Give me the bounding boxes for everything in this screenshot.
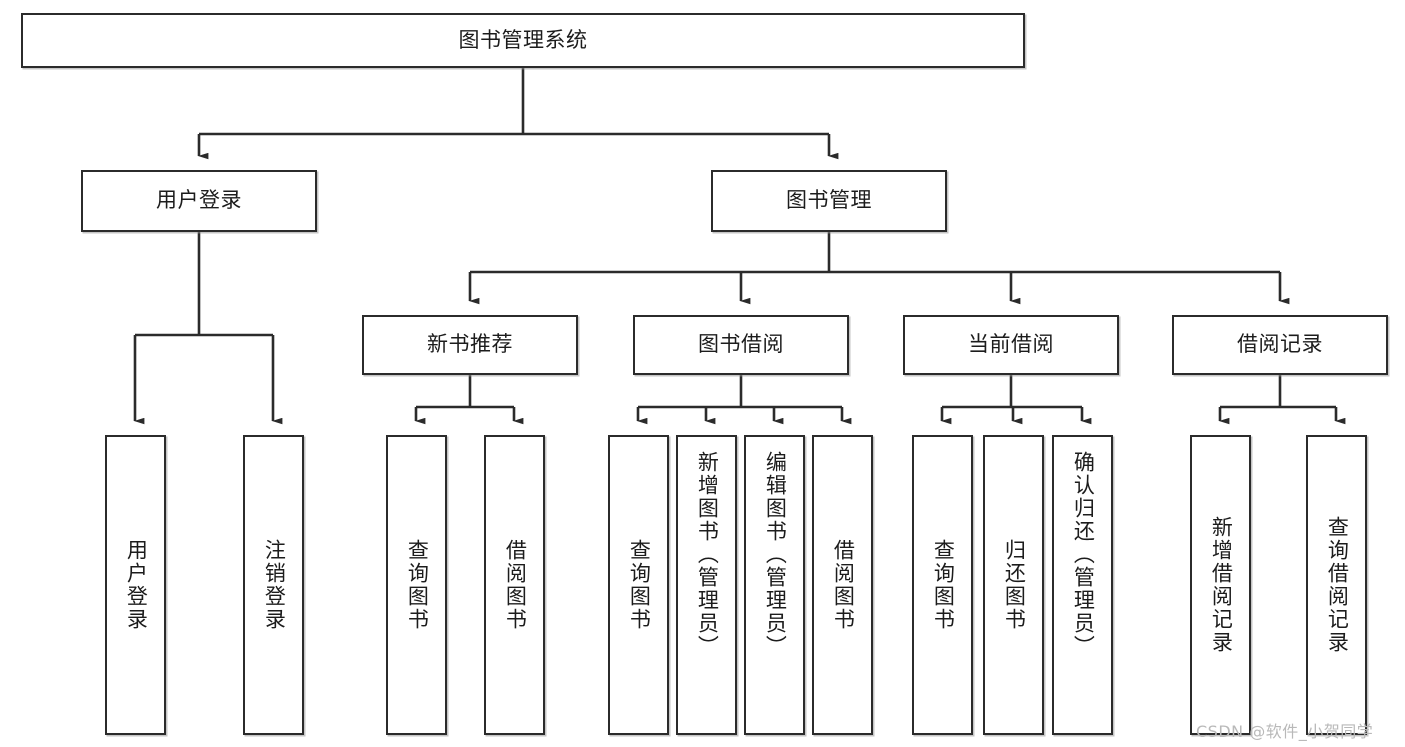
leaf-add-book-admin-label: 新增图书（管理员） xyxy=(695,451,720,658)
node-book-management[interactable]: 图书管理 xyxy=(711,170,947,232)
leaf-user-login[interactable]: 用户登录 xyxy=(105,435,166,735)
connector-book-borrow-to-leaves xyxy=(636,375,852,425)
leaf-confirm-return-admin-label: 确认归还（管理员） xyxy=(1071,451,1096,658)
node-book-borrow-label: 图书借阅 xyxy=(698,332,784,357)
node-root-system[interactable]: 图书管理系统 xyxy=(21,13,1025,68)
leaf-query-borrow-record[interactable]: 查询借阅记录 xyxy=(1306,435,1367,735)
leaf-add-borrow-record[interactable]: 新增借阅记录 xyxy=(1190,435,1251,735)
leaf-recommend-query-book[interactable]: 查询图书 xyxy=(386,435,447,735)
leaf-borrow-query-book[interactable]: 查询图书 xyxy=(608,435,669,735)
connector-new-book-to-leaves xyxy=(414,375,524,425)
connector-user-login-to-leaves xyxy=(133,232,283,425)
leaf-current-query-book-label: 查询图书 xyxy=(931,539,956,631)
leaf-current-query-book[interactable]: 查询图书 xyxy=(912,435,973,735)
leaf-user-logout-label: 注销登录 xyxy=(262,539,287,631)
leaf-recommend-borrow-book[interactable]: 借阅图书 xyxy=(484,435,545,735)
leaf-confirm-return-admin[interactable]: 确认归还（管理员） xyxy=(1052,435,1113,735)
node-borrow-record[interactable]: 借阅记录 xyxy=(1172,315,1388,375)
node-current-borrow[interactable]: 当前借阅 xyxy=(903,315,1119,375)
leaf-add-book-admin[interactable]: 新增图书（管理员） xyxy=(676,435,737,735)
leaf-recommend-borrow-book-label: 借阅图书 xyxy=(503,539,528,631)
leaf-borrow-query-book-label: 查询图书 xyxy=(627,539,652,631)
leaf-return-book-label: 归还图书 xyxy=(1002,539,1027,631)
node-new-book-recommend-label: 新书推荐 xyxy=(427,332,513,357)
leaf-add-borrow-record-label: 新增借阅记录 xyxy=(1209,516,1234,654)
leaf-borrow-book[interactable]: 借阅图书 xyxy=(812,435,873,735)
leaf-borrow-book-label: 借阅图书 xyxy=(831,539,856,631)
connector-borrow-record-to-leaves xyxy=(1218,375,1346,425)
leaf-user-login-label: 用户登录 xyxy=(124,539,149,631)
node-book-management-label: 图书管理 xyxy=(786,188,872,213)
leaf-edit-book-admin-label: 编辑图书（管理员） xyxy=(763,451,788,658)
connector-current-borrow-to-leaves xyxy=(940,375,1092,425)
leaf-edit-book-admin[interactable]: 编辑图书（管理员） xyxy=(744,435,805,735)
leaf-return-book[interactable]: 归还图书 xyxy=(983,435,1044,735)
node-new-book-recommend[interactable]: 新书推荐 xyxy=(362,315,578,375)
node-current-borrow-label: 当前借阅 xyxy=(968,332,1054,357)
leaf-query-borrow-record-label: 查询借阅记录 xyxy=(1325,516,1350,654)
node-borrow-record-label: 借阅记录 xyxy=(1237,332,1323,357)
connector-book-manage-to-level2 xyxy=(468,232,1290,305)
leaf-user-logout[interactable]: 注销登录 xyxy=(243,435,304,735)
node-root-system-label: 图书管理系统 xyxy=(458,27,588,52)
node-user-login-label: 用户登录 xyxy=(156,188,242,213)
connector-root-to-level1 xyxy=(197,68,839,160)
node-book-borrow[interactable]: 图书借阅 xyxy=(633,315,849,375)
node-user-login[interactable]: 用户登录 xyxy=(81,170,317,232)
leaf-recommend-query-book-label: 查询图书 xyxy=(405,539,430,631)
